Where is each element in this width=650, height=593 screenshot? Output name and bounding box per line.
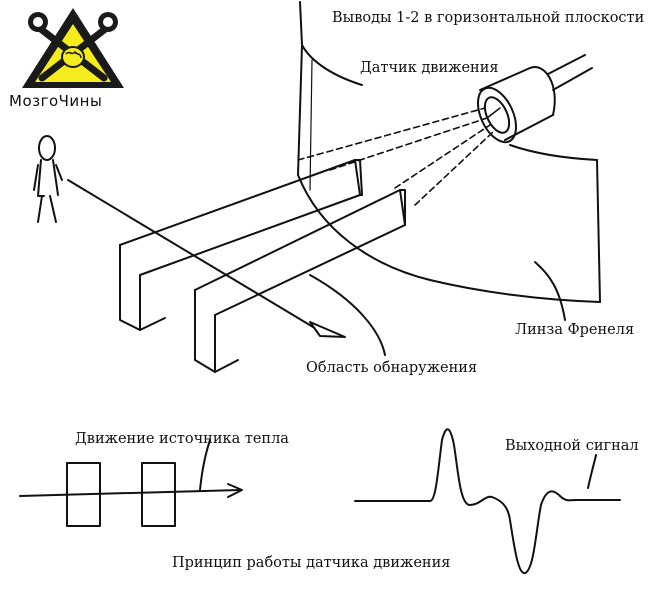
detection-zone-2 xyxy=(194,189,406,373)
motion-sensor xyxy=(477,54,593,144)
motion-arrow xyxy=(67,179,346,338)
sensor-pin-1 xyxy=(547,54,586,75)
label-sensor: Датчик движения xyxy=(360,60,499,76)
heat-motion-diagram xyxy=(19,439,243,527)
label-principle: Принцип работы датчика движения xyxy=(172,555,451,571)
label-pins: Выводы 1-2 в горизонтальной плоскости xyxy=(332,10,645,26)
logo-text: МозгоЧины xyxy=(9,92,103,110)
label-output-signal: Выходной сигнал xyxy=(505,438,639,454)
area-leader-line xyxy=(309,274,386,356)
brain-icon xyxy=(61,46,85,68)
label-detection-area: Область обнаружения xyxy=(306,360,478,376)
detection-beams xyxy=(297,107,494,206)
output-signal-waveform xyxy=(354,428,621,574)
label-lens: Линза Френеля xyxy=(515,322,635,338)
label-heat-motion: Движение источника тепла xyxy=(75,431,289,447)
sensor-pin-2 xyxy=(552,67,593,91)
lens-leader-line xyxy=(534,261,566,321)
fresnel-lens xyxy=(297,1,601,303)
brand-logo xyxy=(22,8,124,88)
person-icon xyxy=(33,135,63,223)
detection-zone-1 xyxy=(119,159,363,331)
